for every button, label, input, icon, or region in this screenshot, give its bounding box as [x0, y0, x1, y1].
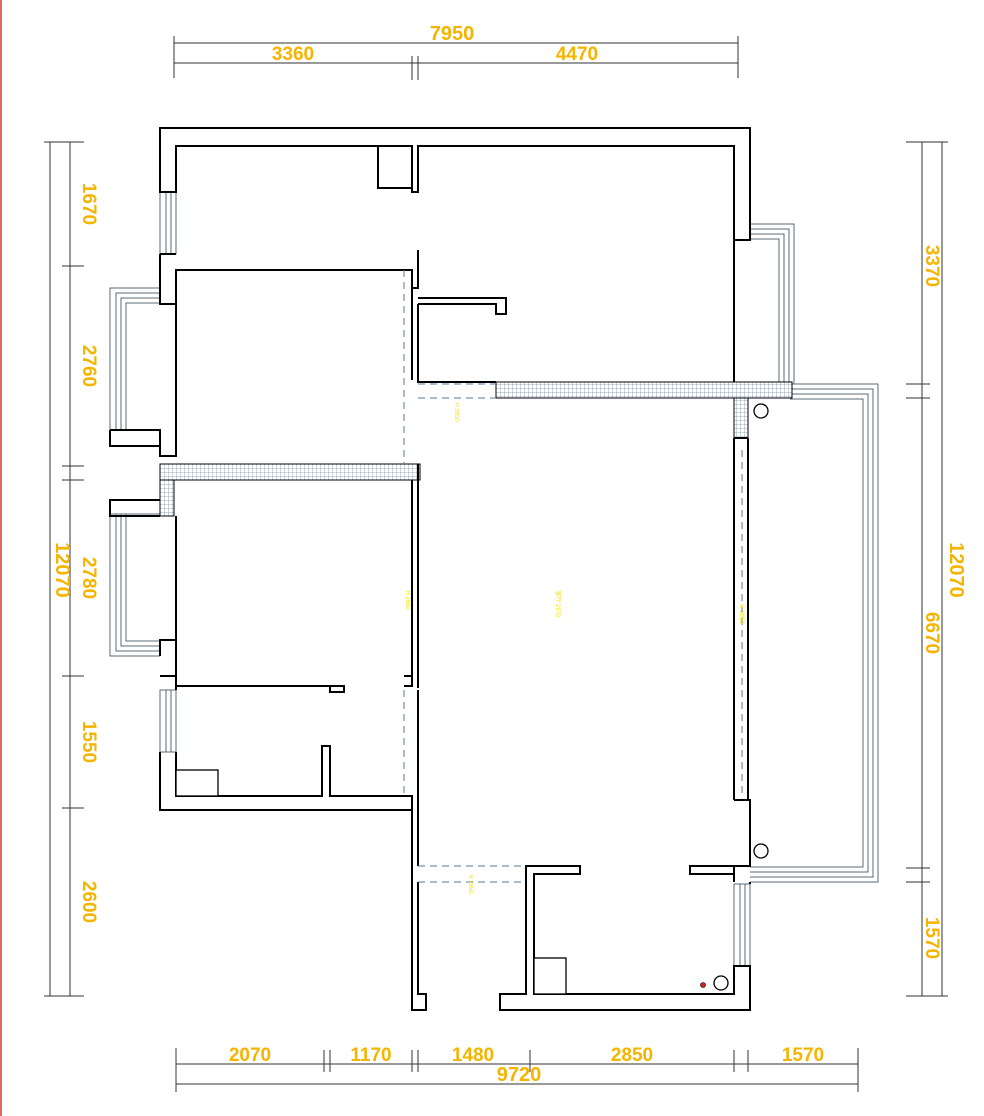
- dim-right-seg-2: 6670: [921, 612, 942, 654]
- dim-bottom-seg-1: 2070: [229, 1045, 271, 1066]
- dim-right-seg-1: 3370: [921, 245, 942, 287]
- dim-left-seg-1: 1670: [78, 183, 99, 225]
- dim-left-seg-5: 2600: [78, 881, 99, 923]
- dim-right-total: 12070: [945, 542, 967, 598]
- dim-right-seg-3: 1570: [921, 917, 942, 959]
- dimension-left: 1670 2760 2780 1550 2600 12070: [44, 141, 99, 997]
- pipe-circle-top: [753, 403, 769, 419]
- fixtures: [700, 403, 769, 991]
- dimension-right: 3370 6670 1570 12070: [906, 141, 967, 997]
- dim-bottom-total: 9720: [497, 1064, 542, 1086]
- dim-left-seg-3: 2780: [78, 557, 99, 599]
- dimension-bottom: 2070 1170 1480 2850 1570 9720: [175, 1045, 859, 1092]
- dim-bottom-seg-2: 1170: [350, 1045, 391, 1066]
- page-border: [0, 0, 2, 1116]
- drain-dot: [700, 982, 706, 988]
- openings: [403, 270, 743, 883]
- dim-left-seg-2: 2760: [78, 345, 99, 387]
- dim-bottom-seg-4: 2850: [611, 1045, 653, 1066]
- dim-left-seg-4: 1550: [78, 721, 99, 763]
- dim-bottom-seg-3: 1480: [452, 1045, 494, 1066]
- annotations: H 2850 客厅 2970 H 2850 H 2850 H 2850: [404, 402, 744, 894]
- pipe-circle-bottom: [753, 843, 769, 859]
- windows: [109, 191, 879, 967]
- dimension-top: 7950 3360 4470: [173, 23, 739, 80]
- dim-top-total: 7950: [430, 23, 475, 45]
- pipe-circle-kitchen: [713, 975, 729, 991]
- dim-bottom-seg-5: 1570: [782, 1045, 824, 1066]
- note-living: 客厅 2970: [554, 590, 562, 618]
- dim-left-total: 12070: [51, 542, 73, 598]
- note-corridor: H 2850: [453, 402, 459, 422]
- tile-strips: [159, 381, 793, 517]
- walls: [109, 127, 751, 1011]
- note-balcony: H 2850: [738, 604, 744, 624]
- note-bedroom: H 2850: [404, 590, 410, 610]
- dim-top-seg-2: 4470: [556, 44, 598, 65]
- note-kitchen: H 2850: [467, 874, 473, 894]
- dim-top-seg-1: 3360: [272, 44, 314, 65]
